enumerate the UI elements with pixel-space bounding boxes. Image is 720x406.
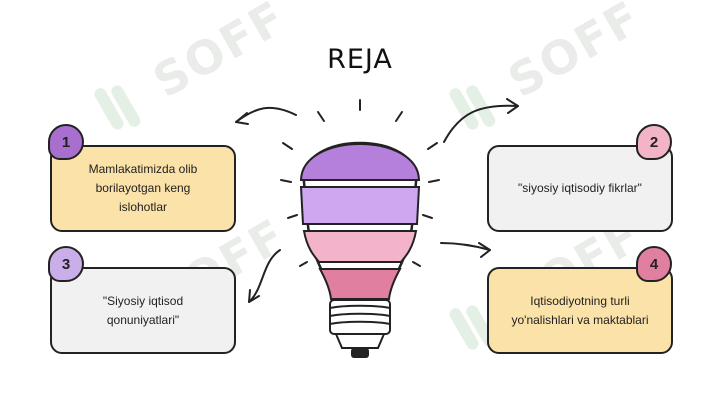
card-item-4-text: Iqtisodiyotning turli yo'nalishlari va m… [511, 293, 649, 327]
arrow-top-right-icon [443, 98, 519, 143]
badge-4: 4 [636, 246, 672, 282]
card-item-2-text: "siyosiy iqtisodiy fikrlar" [518, 181, 642, 195]
lightbulb-icon [280, 99, 440, 358]
badge-3: 3 [48, 246, 84, 282]
page-title: REJA [327, 44, 393, 75]
card-item-2: "siyosiy iqtisodiy fikrlar" [487, 145, 673, 232]
bulb-band-1 [299, 143, 421, 181]
badge-3-number: 3 [61, 255, 71, 273]
badge-2-number: 2 [649, 133, 659, 151]
arrow-bottom-left-icon [248, 249, 281, 303]
card-item-3: "Siyosiy iqtisod qonuniyatlari" [50, 267, 236, 354]
badge-4-number: 4 [649, 255, 659, 273]
card-item-3-text: "Siyosiy iqtisod qonuniyatlari" [102, 293, 184, 327]
card-item-1-text: Mamlakatimizda olib borilayotgan keng is… [88, 162, 198, 214]
card-item-1: Mamlakatimizda olib borilayotgan keng is… [50, 145, 236, 232]
card-item-4: Iqtisodiyotning turli yo'nalishlari va m… [487, 267, 673, 354]
badge-1-number: 1 [61, 133, 71, 151]
bulb-band-2 [299, 186, 421, 225]
bulb-band-4 [318, 268, 402, 300]
bulb-band-3 [302, 230, 418, 263]
arrow-bottom-right-icon [440, 242, 491, 258]
badge-2: 2 [636, 124, 672, 160]
badge-1: 1 [48, 124, 84, 160]
arrow-top-left-icon [235, 106, 297, 125]
